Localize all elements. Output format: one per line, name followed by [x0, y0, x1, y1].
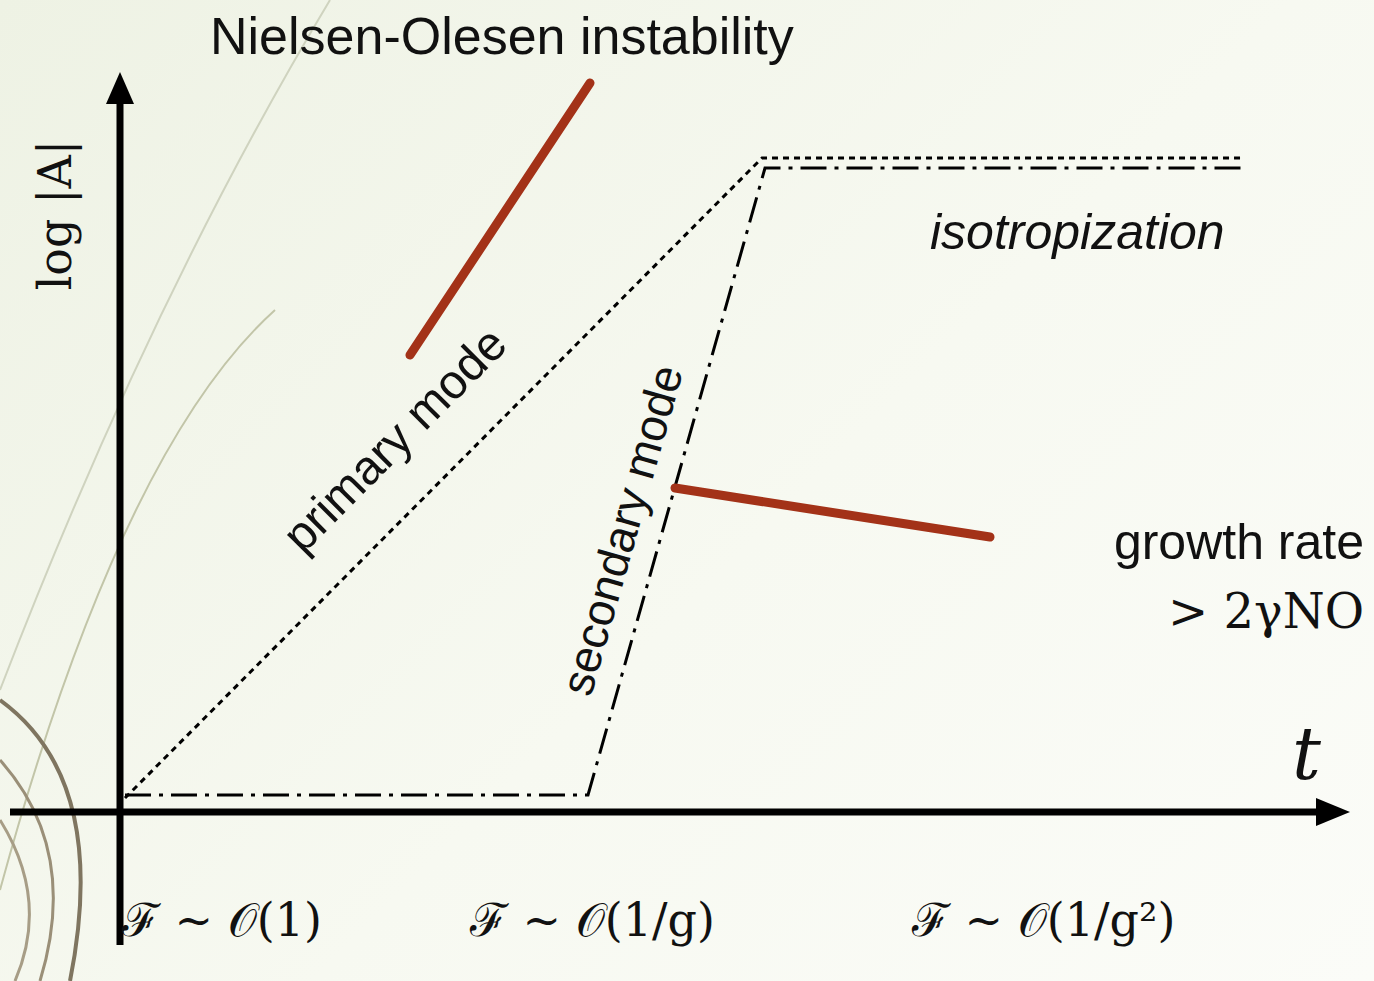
- curve-label: primary mode: [273, 317, 517, 562]
- callout-title: Nielsen-Olesen instability: [210, 8, 794, 65]
- primary-mode-curve: [125, 158, 1245, 798]
- x-axis: [10, 809, 1320, 816]
- axis-arrowhead: [106, 72, 134, 104]
- leader-line: [675, 488, 990, 537]
- axis-label: t: [1292, 715, 1321, 794]
- y-axis: [117, 100, 124, 945]
- decor-curve: [0, 760, 53, 981]
- axis-arrowhead: [1316, 798, 1350, 826]
- stage-label: ℱ ∼ 𝒪(1/g²): [912, 895, 1175, 946]
- axis-label: log |A|: [30, 140, 81, 291]
- decor-curve: [0, 0, 330, 690]
- stage-label: ℱ ∼ 𝒪(1/g): [470, 895, 715, 946]
- secondary-mode-curve: [125, 168, 1245, 795]
- decor-curve: [0, 700, 81, 981]
- callout-label: > 2γNO: [1168, 585, 1364, 638]
- callout-label: growth rate: [1114, 515, 1364, 570]
- decor-curve: [0, 310, 275, 890]
- stage-label: ℱ ∼ 𝒪(1): [122, 895, 322, 946]
- phase-label: isotropization: [930, 205, 1225, 260]
- curve-label: secondary mode: [551, 359, 692, 700]
- leader-line: [410, 83, 590, 355]
- decor-curve: [0, 820, 29, 981]
